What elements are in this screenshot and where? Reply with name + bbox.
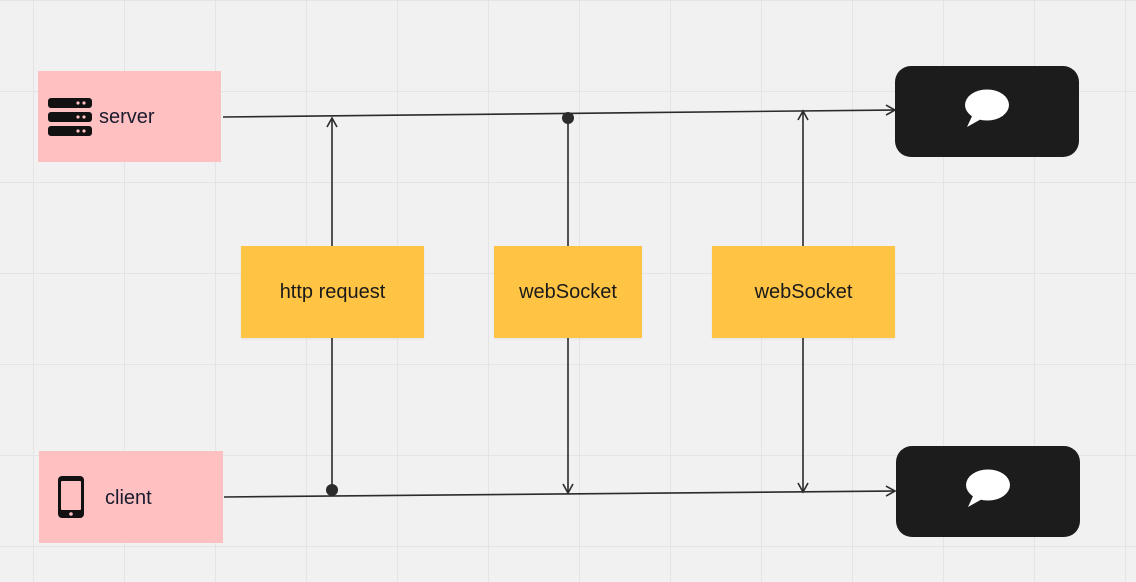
chat-bubble-icon [963,88,1011,135]
server-timeline [222,104,897,118]
client-message-endpoint[interactable] [896,446,1080,537]
http-request-origin-dot [326,484,338,496]
client-node[interactable]: client [39,451,223,543]
client-label: client [105,487,152,509]
websocket-note-2[interactable]: webSocket [712,246,895,338]
chat-bubble-icon [964,468,1012,515]
websocket-1-origin-dot [562,112,574,124]
server-icon [48,97,92,137]
http-request-note[interactable]: http request [241,246,424,338]
server-label: server [99,106,155,128]
websocket-note-1[interactable]: webSocket [494,246,642,338]
phone-icon [57,475,85,519]
server-message-endpoint[interactable] [895,66,1079,157]
client-timeline [223,485,897,498]
server-node[interactable]: server [38,71,221,162]
